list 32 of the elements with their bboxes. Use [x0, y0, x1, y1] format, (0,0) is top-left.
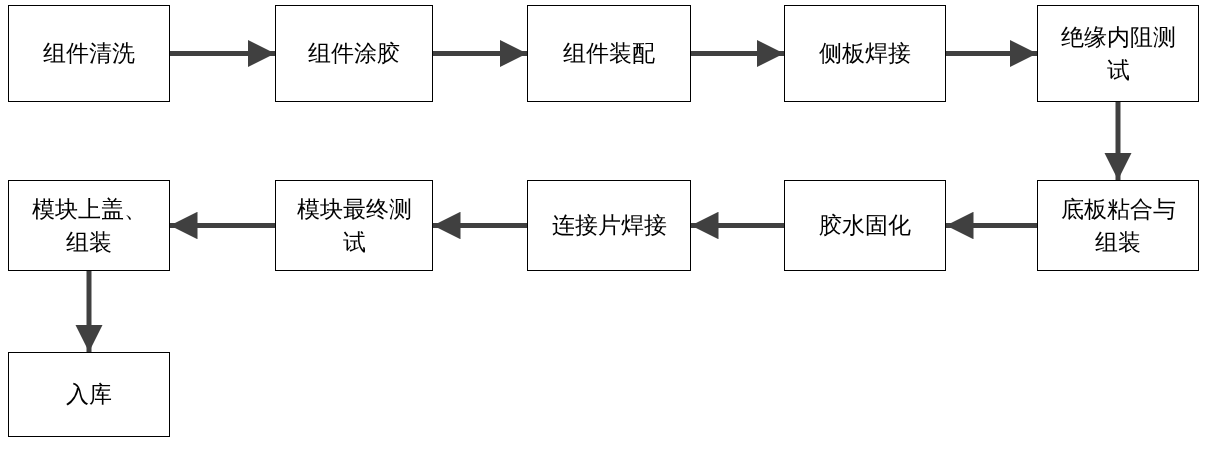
process-box: [1037, 180, 1199, 271]
process-box: [275, 180, 433, 271]
step-label: 绝缘内阻测试: [1059, 23, 1177, 85]
step-label: 组件装配: [563, 39, 655, 69]
process-box: [8, 5, 170, 102]
arrow: [1104, 102, 1132, 180]
step-label: 侧板焊接: [819, 39, 911, 69]
arrow: [433, 211, 527, 240]
arrow: [170, 39, 275, 68]
process-box: [784, 5, 946, 102]
arrow: [75, 271, 103, 352]
arrow: [946, 39, 1037, 68]
process-box: [275, 5, 433, 102]
step-label: 胶水固化: [819, 211, 911, 241]
process-box: [8, 180, 170, 271]
process-box: [8, 352, 170, 437]
arrow: [691, 39, 784, 68]
step-label: 模块最终测试: [295, 195, 413, 257]
step-label: 组件清洗: [43, 39, 135, 69]
step-label: 模块上盖、组装: [30, 195, 148, 257]
step-label: 连接片焊接: [551, 211, 667, 241]
process-box: [1037, 5, 1199, 102]
step-label: 入库: [66, 380, 112, 410]
process-box: [784, 180, 946, 271]
process-box: [527, 180, 691, 271]
process-box: [527, 5, 691, 102]
arrow: [946, 211, 1037, 240]
arrow: [433, 39, 527, 68]
step-label: 底板粘合与组装: [1059, 195, 1177, 257]
arrow: [170, 211, 275, 240]
step-label: 组件涂胶: [308, 39, 400, 69]
arrow: [691, 211, 784, 240]
